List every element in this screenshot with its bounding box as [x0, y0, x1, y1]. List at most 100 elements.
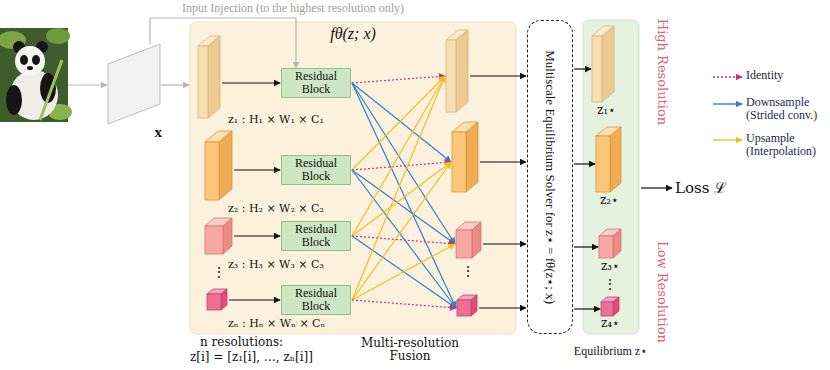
- resolution-note: Low Resolution: [655, 241, 669, 343]
- feature-map: [205, 131, 232, 200]
- downsample-line: [352, 170, 456, 308]
- fused-feature-map: [446, 30, 468, 112]
- math-label: z₂ : H₂ × W₂ × C₂: [228, 203, 324, 215]
- label-holder: z₁⋆: [597, 104, 616, 117]
- solver-output-arrow: [574, 68, 591, 69]
- injection-connector: [150, 18, 296, 68]
- feature-arrow: [234, 235, 280, 236]
- math-label: z₄⋆: [601, 317, 620, 330]
- fused-feature-map: [457, 295, 477, 316]
- math-label: ⋮: [461, 264, 475, 279]
- process-box: Residual Block: [281, 68, 351, 98]
- input-photo: [0, 28, 72, 122]
- math-label: z₁⋆: [597, 104, 616, 117]
- solver-output-arrow: [574, 246, 598, 247]
- legend-sample: [712, 132, 744, 148]
- solver-input-arrow: [480, 161, 526, 162]
- identity-line: [352, 236, 455, 244]
- label-holder: Multi-resolution Fusion: [354, 337, 466, 363]
- equilibrium-feature-map: [601, 297, 619, 316]
- loss-arrow: [641, 187, 672, 188]
- node-text: x: [155, 124, 163, 141]
- edge-label: Input Injection (to the highest resoluti…: [180, 2, 406, 15]
- input-plane: x: [104, 44, 168, 140]
- node-text: Residual Block: [285, 70, 347, 96]
- edge-label-holder: Input Injection (to the highest resoluti…: [180, 2, 406, 15]
- process-box: Residual Block: [281, 285, 351, 315]
- math-label: z₃⋆: [601, 260, 620, 273]
- feature-map: [207, 289, 227, 310]
- label-holder: Loss ℒ: [675, 180, 727, 197]
- label-holder: ⋮: [461, 264, 475, 279]
- image-arrow: [68, 84, 107, 85]
- solver-input-arrow: [470, 75, 526, 76]
- feature-arrow: [234, 169, 280, 170]
- label-holder: z₃⋆: [601, 260, 620, 273]
- upsample-line: [352, 162, 451, 300]
- label-holder: z₂ : H₂ × W₂ × C₂: [228, 203, 324, 215]
- equilibrium-feature-map: [599, 229, 621, 258]
- fusion-panel-ground: [190, 22, 516, 334]
- math-label: ⋮: [603, 277, 617, 292]
- downsample-line: [352, 170, 455, 244]
- legend-text: Upsample (Interpolation): [746, 132, 824, 158]
- math-label: z₂⋆: [600, 194, 619, 207]
- downsample-line: [352, 236, 456, 308]
- label-holder: z[i] = [z₁[i], …, zₙ[i]]: [190, 351, 313, 364]
- fused-feature-map: [456, 222, 481, 258]
- node-text: Residual Block: [285, 157, 347, 183]
- equilibrium-feature-map: [596, 127, 621, 192]
- upsample-line: [352, 162, 451, 236]
- legend-sample: [712, 69, 744, 85]
- equilibrium-feature-map: [592, 26, 614, 102]
- fused-feature-map: [452, 122, 478, 192]
- legend-text: Downsample (Strided conv.): [746, 96, 824, 122]
- identity-line: [352, 162, 451, 170]
- node-text: Residual Block: [285, 223, 347, 249]
- node-text: Residual Block: [285, 287, 347, 313]
- process-box: Residual Block: [281, 155, 351, 185]
- legend-item: Downsample (Strided conv.): [712, 96, 826, 122]
- node-text: Multiscale Equilibrium Solver for z⋆ = f…: [543, 50, 557, 304]
- label-holder: z₂⋆: [600, 194, 619, 207]
- math-label: Loss ℒ: [675, 180, 727, 197]
- equilibrium-panel-ground: [583, 20, 639, 334]
- legend-sample: [712, 96, 744, 112]
- downsample-line: [352, 83, 455, 244]
- math-label: zₙ : Hₙ × Wₙ × Cₙ: [228, 318, 325, 330]
- output-panel: Equilibrium z⋆: [583, 20, 639, 358]
- identity-line: [352, 300, 456, 308]
- legend-item: Identity: [712, 69, 826, 82]
- module-panel: Residual BlockResidual BlockResidual Blo…: [190, 22, 516, 334]
- label-holder: ⋮: [603, 277, 617, 292]
- identity-line: [352, 76, 445, 83]
- image-arrow: [161, 84, 189, 85]
- solver-input-arrow: [483, 243, 526, 244]
- feature-map: [198, 36, 220, 118]
- math-label: ⋮: [212, 265, 226, 280]
- node-text: Equilibrium z⋆: [574, 345, 648, 358]
- upsample-line: [352, 76, 445, 300]
- node-text: fθ(z; x): [330, 25, 376, 43]
- math-label: z₁ : H₁ × W₁ × C₁: [228, 114, 324, 126]
- label-holder: Low Resolution: [662, 292, 764, 306]
- solver-output-arrow: [574, 163, 595, 164]
- feature-arrow: [229, 299, 280, 300]
- upsample-line: [352, 244, 455, 300]
- label-holder: z₄⋆: [601, 317, 620, 330]
- feature-map: [205, 218, 232, 254]
- label-holder: zₙ : Hₙ × Wₙ × Cₙ: [228, 318, 325, 330]
- label-holder: z₁ : H₁ × W₁ × C₁: [228, 114, 324, 126]
- math-label: n resolutions:: [200, 336, 283, 349]
- legend-text: Identity: [746, 69, 824, 82]
- solver-input-arrow: [479, 307, 526, 308]
- label-holder: ⋮: [212, 265, 226, 280]
- upsample-line: [352, 76, 445, 236]
- legend-item: Upsample (Interpolation): [712, 132, 826, 158]
- resolution-note: High Resolution: [655, 19, 669, 125]
- process-box: Residual Block: [281, 221, 351, 251]
- label-holder: n resolutions:: [200, 336, 283, 349]
- label-holder: z₃ : H₃ × W₃ × C₃: [228, 259, 324, 271]
- solver-box: Multiscale Equilibrium Solver for z⋆ = f…: [527, 20, 573, 334]
